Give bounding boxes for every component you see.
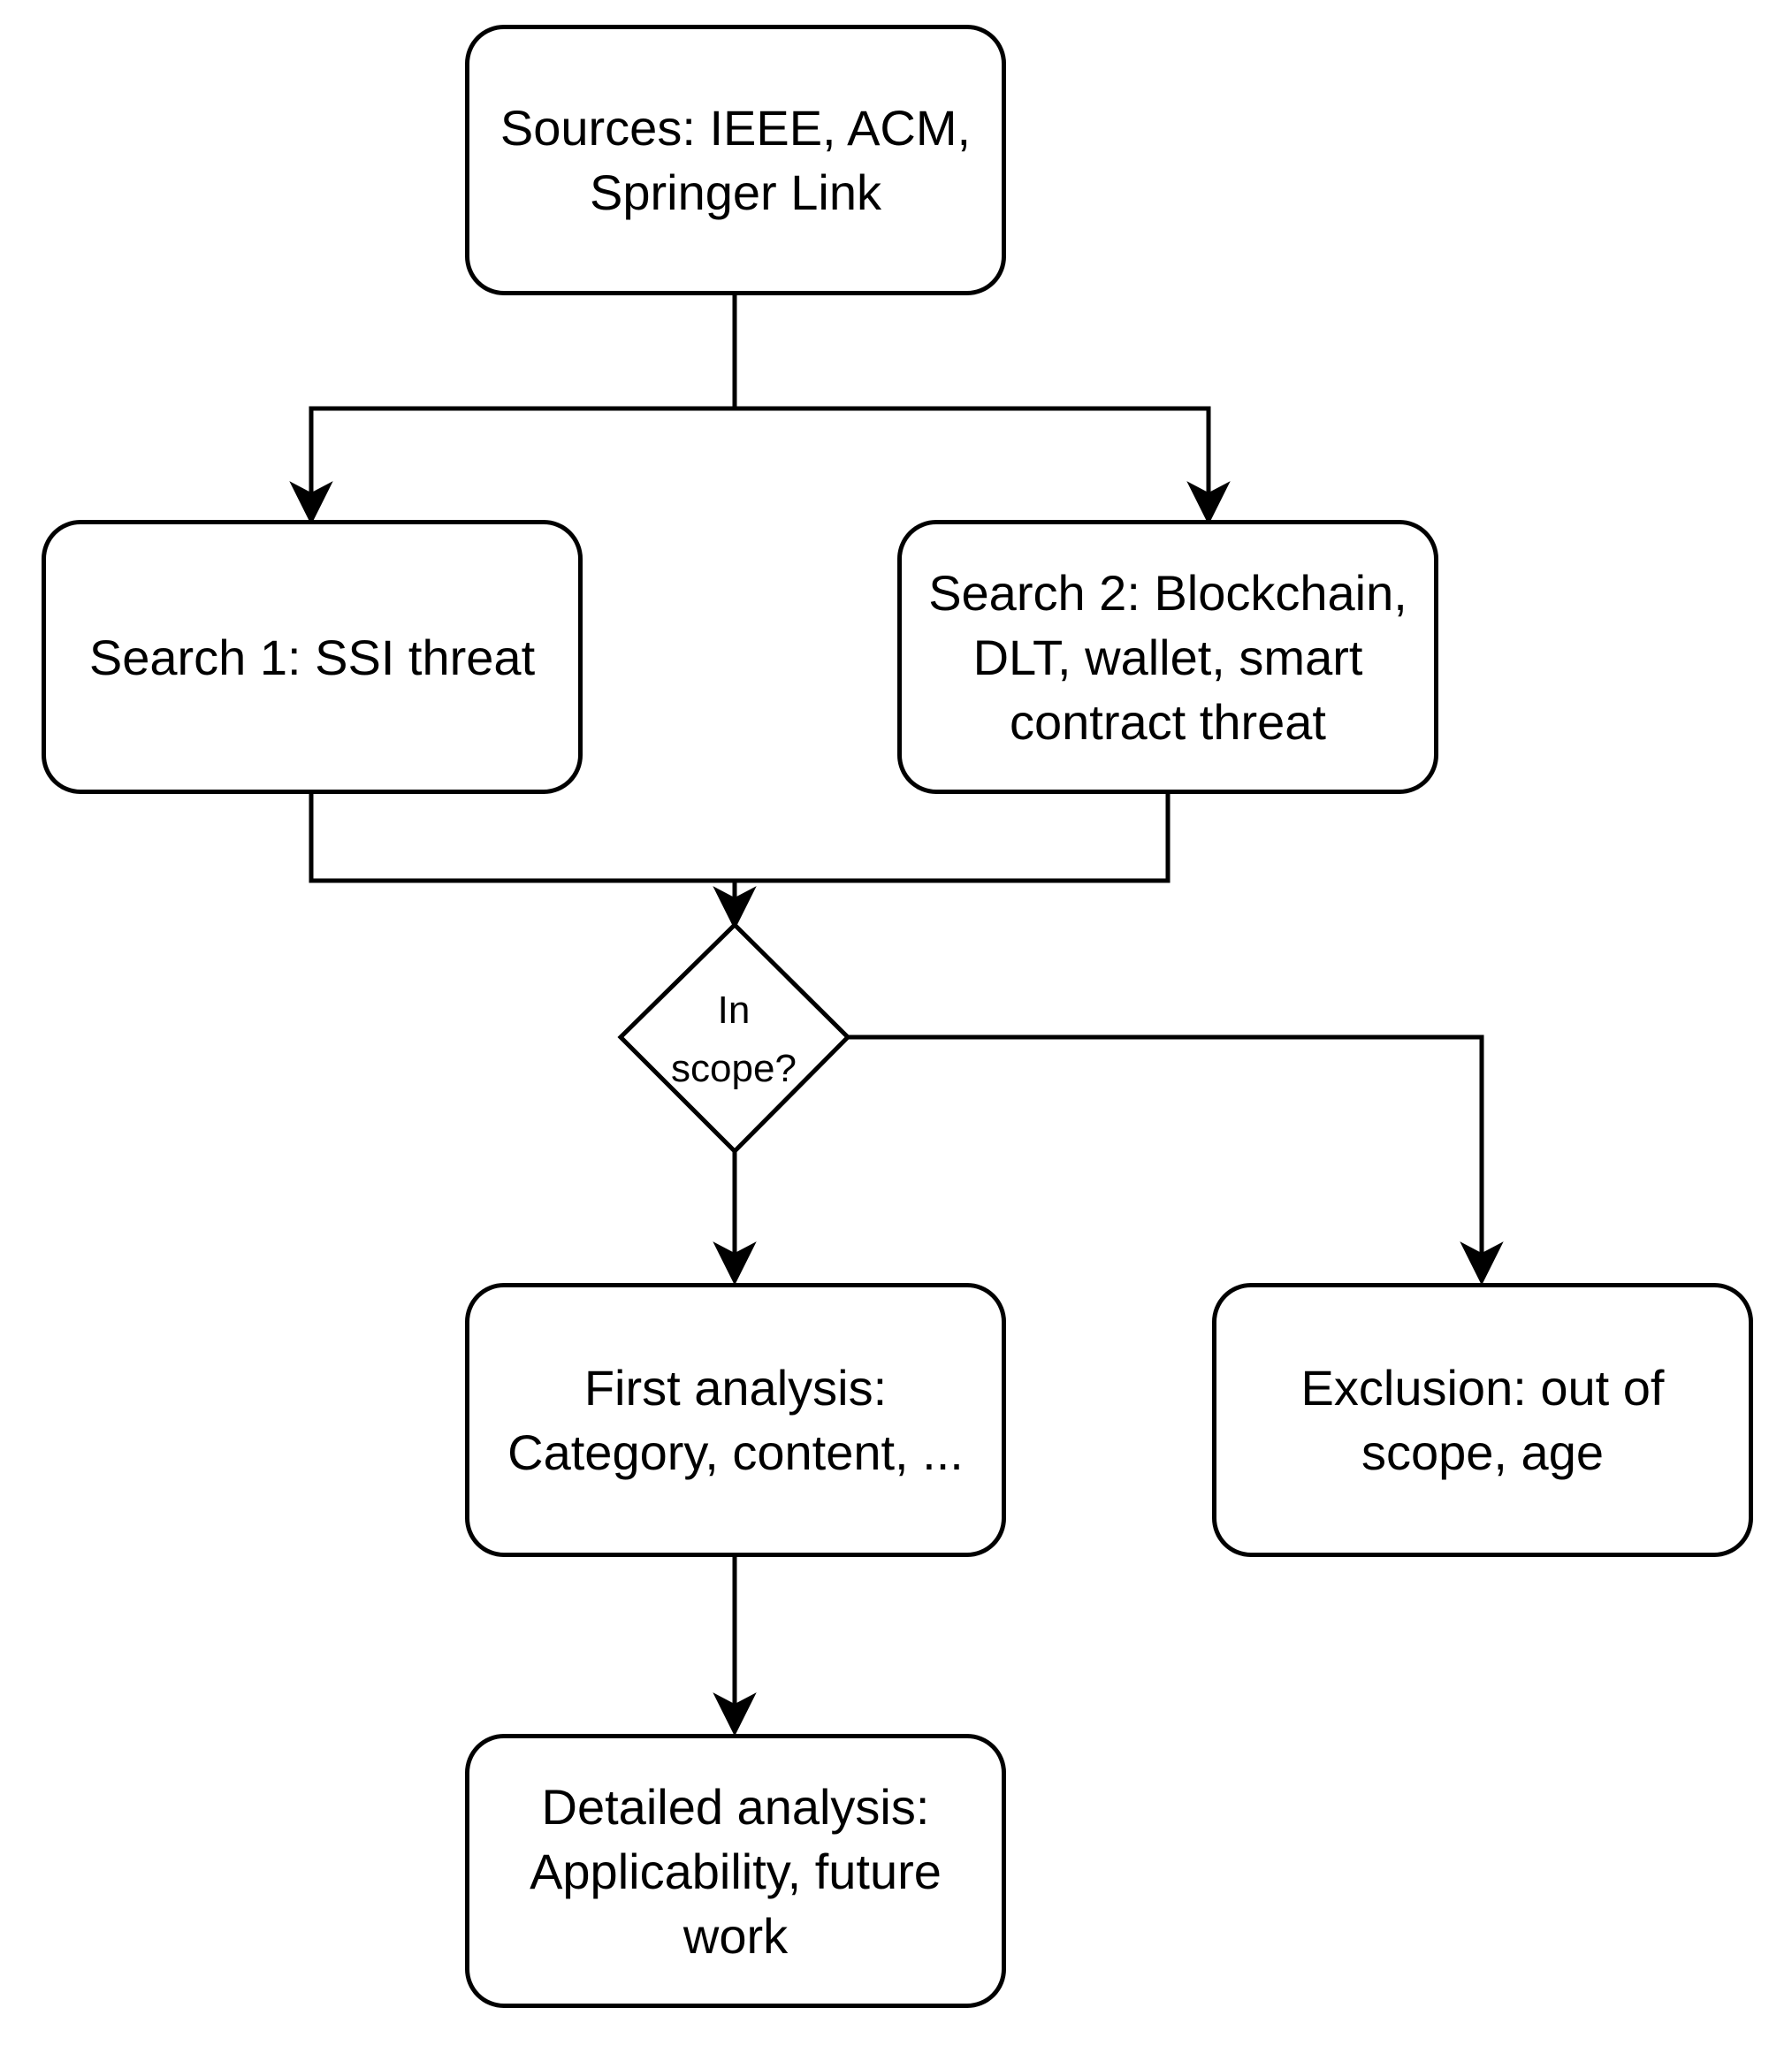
connector-decision-exclusion [848, 1034, 1484, 1256]
search2-label: Search 2: Blockchain, DLT, wallet, smart… [928, 564, 1407, 750]
search1-node: Search 1: SSI threat [42, 520, 583, 794]
arrowhead-decision [713, 886, 757, 930]
sources-node: Sources: IEEE, ACM, Springer Link [465, 25, 1006, 295]
arrowhead-search1 [289, 481, 333, 525]
search1-label: Search 1: SSI threat [88, 629, 536, 685]
connector-to-search2 [735, 406, 1211, 495]
first-analysis-node: First analysis: Category, content, ... [465, 1283, 1006, 1557]
arrowhead-detailed-analysis [713, 1692, 757, 1737]
sources-label: Sources: IEEE, ACM, Springer Link [499, 100, 972, 220]
detailed-analysis-node: Detailed analysis: Applicability, future… [465, 1734, 1006, 2008]
arrowhead-search2 [1186, 481, 1231, 525]
exclusion-node: Exclusion: out of scope, age [1212, 1283, 1753, 1557]
arrowhead-exclusion [1460, 1241, 1504, 1286]
connector-search2-merge [735, 794, 1171, 883]
decision-label: In scope? [671, 989, 797, 1090]
decision-diamond [617, 921, 851, 1155]
detailed-analysis-label: Detailed analysis: Applicability, future… [530, 1778, 942, 1964]
first-analysis-label: First analysis: Category, content, ... [507, 1360, 964, 1480]
search2-node: Search 2: Blockchain, DLT, wallet, smart… [897, 520, 1438, 794]
connector-to-search1 [309, 406, 735, 495]
exclusion-label: Exclusion: out of scope, age [1300, 1360, 1665, 1480]
connector-search1-merge [309, 794, 735, 883]
arrowhead-first-analysis [713, 1241, 757, 1286]
